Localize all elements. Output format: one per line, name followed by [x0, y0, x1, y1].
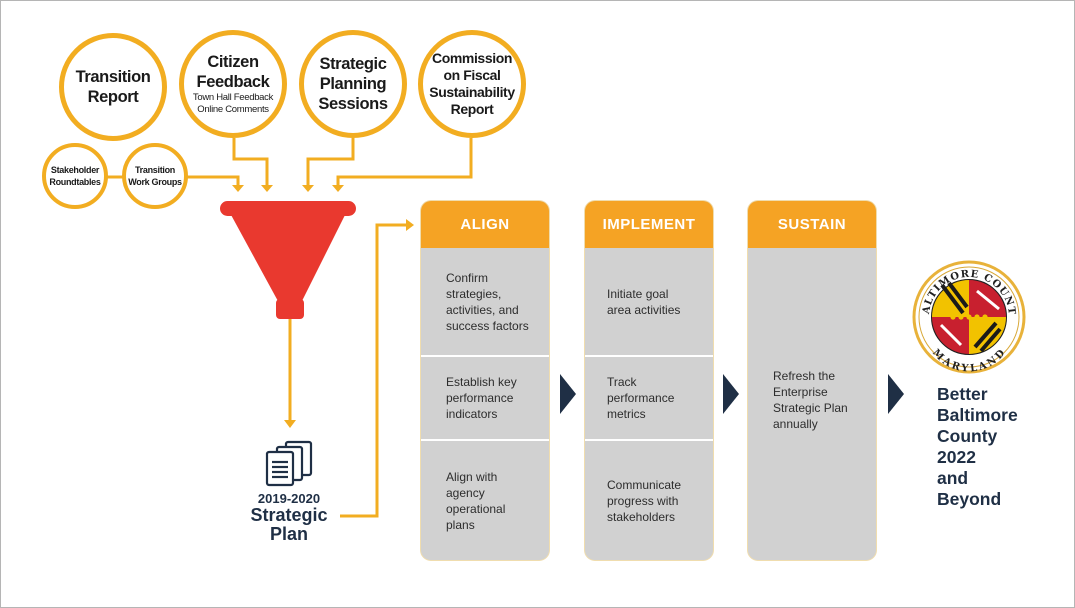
phase-header: IMPLEMENT	[585, 201, 713, 248]
step-line: operational	[446, 501, 506, 516]
circle-subtitle: Online Comments	[197, 104, 269, 115]
step-line: metrics	[607, 407, 646, 421]
outcome-line: and	[937, 468, 969, 488]
chevron-right-icon	[723, 374, 739, 414]
circle-title: Sessions	[318, 95, 388, 113]
step-line: performance	[446, 391, 514, 405]
funnel-icon	[220, 201, 356, 319]
circle-title: Transition	[75, 68, 151, 86]
phase-header: SUSTAIN	[748, 201, 876, 248]
step-line: plans	[446, 517, 475, 532]
phase-step: Refresh the Enterprise Strategic Plan an…	[748, 248, 876, 560]
step-line: progress with	[607, 493, 679, 508]
step-line: Enterprise	[773, 385, 828, 399]
phase-step: Track performance metrics	[585, 355, 713, 439]
circle-title: Citizen	[207, 53, 259, 71]
step-line: Strategic Plan	[773, 401, 848, 415]
phase-step: Align with agency operational plans	[421, 439, 549, 560]
step-line: strategies,	[446, 286, 502, 301]
connector-strategic	[306, 138, 355, 185]
step-line: performance	[607, 391, 675, 405]
step-line: success factors	[446, 318, 529, 333]
circle-subtitle: Town Hall Feedback	[192, 92, 274, 103]
circle-title: Report	[87, 88, 139, 106]
connector-citizen	[232, 138, 269, 185]
connector-plan-to-align	[340, 223, 406, 518]
step-line: activities, and	[446, 302, 519, 317]
step-line: Initiate goal	[607, 286, 669, 301]
phase-step: Establish key performance indicators	[421, 355, 549, 439]
step-line: Track	[607, 375, 637, 389]
transition-report-circle: Transition Report	[59, 33, 167, 141]
step-line: Align with	[446, 469, 498, 484]
step-line: stakeholders	[607, 509, 676, 524]
circle-title: Sustainability	[429, 84, 515, 100]
plan-title-line: Strategic	[250, 505, 328, 525]
arrow-heads	[232, 185, 414, 428]
strategic-planning-circle: Strategic Planning Sessions	[299, 30, 407, 138]
phase-step: Communicate progress with stakeholders	[585, 439, 713, 560]
circle-title: Strategic	[319, 55, 387, 73]
circle-title: Stakeholder	[50, 165, 100, 175]
step-line: indicators	[446, 407, 498, 421]
circle-title: on Fiscal	[443, 67, 501, 83]
step-line: area activities	[607, 302, 681, 317]
outcome-text: Better Baltimore County 2022 and Beyond	[937, 384, 1067, 510]
step-line: agency	[446, 485, 485, 500]
outcome-line: 2022	[937, 447, 976, 467]
chevron-right-icon	[560, 374, 576, 414]
step-line: annually	[773, 417, 818, 431]
phase-align: ALIGN Confirm strategies, activities, an…	[421, 201, 549, 560]
step-line: Refresh the	[773, 369, 836, 383]
circle-title: Feedback	[196, 73, 270, 91]
circle-title: Report	[450, 101, 494, 117]
plan-title: Strategic Plan	[237, 506, 341, 544]
transition-work-groups-circle: Transition Work Groups	[122, 143, 188, 209]
phase-sustain: SUSTAIN Refresh the Enterprise Strategic…	[748, 201, 876, 560]
step-line: Establish key	[446, 375, 517, 389]
circle-title: Roundtables	[49, 177, 101, 187]
circle-title: Transition	[134, 165, 175, 175]
circle-title: Work Groups	[128, 177, 182, 187]
circle-title: Planning	[319, 75, 387, 93]
step-line: Communicate	[607, 477, 682, 492]
outcome-line: Baltimore	[937, 405, 1018, 425]
stakeholder-roundtables-circle: Stakeholder Roundtables	[42, 143, 108, 209]
phase-step: Confirm strategies, activities, and succ…	[421, 248, 549, 355]
phase-header: ALIGN	[421, 201, 549, 248]
connector-commission	[336, 138, 473, 185]
citizen-feedback-circle: Citizen Feedback Town Hall Feedback Onli…	[179, 30, 287, 138]
document-icon	[265, 440, 313, 487]
chevron-right-icon	[888, 374, 904, 414]
outcome-line: Better	[937, 384, 988, 404]
commission-circle: Commission on Fiscal Sustainability Repo…	[418, 30, 526, 138]
step-line: Confirm	[446, 270, 489, 285]
plan-title-line: Plan	[269, 524, 308, 544]
circle-title: Commission	[431, 50, 512, 66]
phase-step: Initiate goal area activities	[585, 248, 713, 355]
outcome-line: Beyond	[937, 489, 1002, 509]
plan-year: 2019-2020	[257, 491, 321, 506]
outcome-line: County	[937, 426, 998, 446]
phase-implement: IMPLEMENT Initiate goal area activities …	[585, 201, 713, 560]
